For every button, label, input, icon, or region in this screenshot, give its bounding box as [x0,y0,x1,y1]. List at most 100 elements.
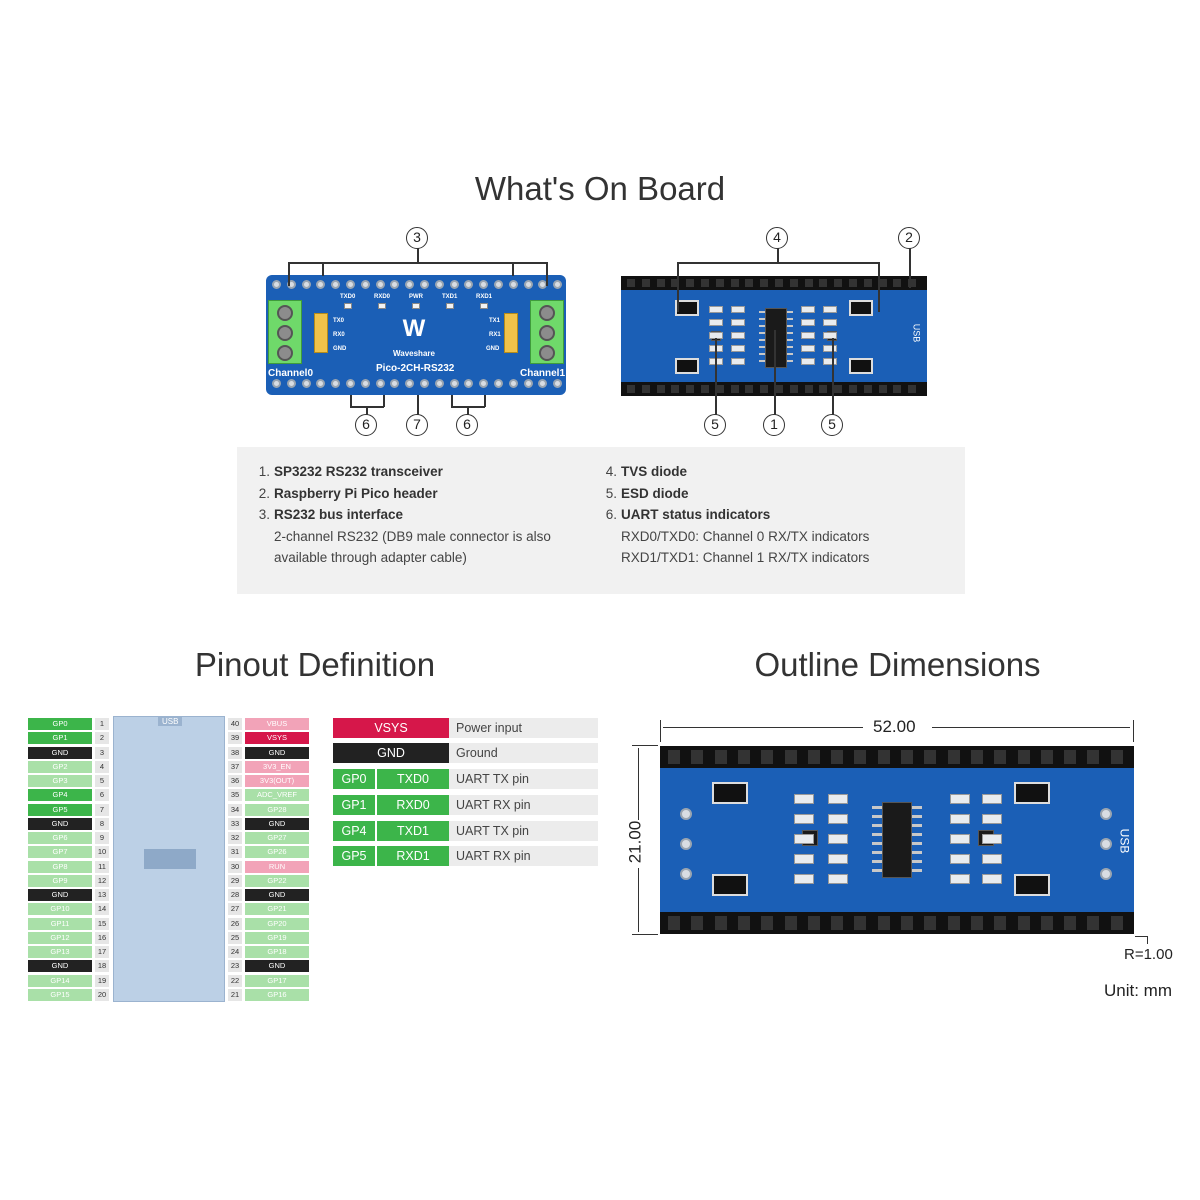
header-pin [1110,750,1123,764]
mounting-hole [1100,838,1112,850]
feature-item: 1.SP3232 RS232 transceiver [258,464,443,479]
header-pin [878,385,887,393]
header-pin [668,916,680,930]
label-tx0: TX0 [333,318,345,324]
label-txd0: TXD0 [340,294,356,300]
smd-component [828,834,848,844]
header-pin [831,750,844,764]
pin-label-left: GP1 [28,732,92,745]
pin-table-pin: GP4 [333,821,375,841]
header-pin [994,750,1007,764]
pin-label-right: VSYS [245,732,309,745]
pin-number: 35 [228,789,242,802]
header-pin [877,750,890,764]
brand-text: Waveshare [393,349,435,358]
header-pin [737,916,750,930]
smd-component [823,358,837,365]
pin-number: 3 [95,746,109,759]
callout-7: 7 [406,414,428,436]
header-hole [479,280,489,289]
led-rxd1 [480,303,488,309]
header-hole [346,280,355,289]
smd-component [794,814,814,824]
header-pin [804,279,813,287]
chip-pin [872,824,882,827]
header-pin [745,385,754,393]
outline-title: Outline Dimensions [754,646,1041,683]
mounting-hole [680,838,692,850]
pin-table-description: UART TX pin [449,769,598,789]
dim-pin-header-top [660,746,1134,768]
chip-pin [759,311,765,313]
header-hole [390,280,400,289]
pin-label-left: GP0 [28,718,92,730]
pin-label-left: GP5 [28,803,92,816]
pin-number: 24 [228,946,242,958]
header-pin [908,279,917,287]
header-pin [784,916,797,930]
smd-component [731,306,745,313]
header-pin [1087,750,1100,764]
smd-component [950,814,970,824]
pin-label-right: GP26 [245,846,309,859]
pin-number: 1 [95,718,109,730]
header-pin [807,750,820,764]
pico-chip [144,849,196,869]
screw-icon [277,305,293,321]
led-txd1 [446,303,454,309]
smd-component [709,306,723,313]
smd-component [823,319,837,326]
smd-component [801,358,815,365]
led-pwr [412,303,420,309]
smd-component [828,854,848,864]
header-pin [714,916,727,930]
header-pin [745,279,754,287]
tvs-diode [849,300,873,316]
header-pin [691,916,704,930]
header-hole [420,280,429,289]
smd-component [982,794,1002,804]
header-hole [316,379,326,388]
pin-label-right: GP28 [245,803,309,816]
header-pin [1040,916,1053,930]
feature-sub: RXD0/TXD0: Channel 0 RX/TX indicators [621,528,870,544]
smd-component [823,345,837,352]
pin-label-right: GP21 [245,903,309,916]
pin-table-pin: GND [333,743,449,763]
feature-sub: available through adapter cable) [274,550,467,565]
header-pin [924,916,937,930]
chip-pin [912,860,922,863]
header-pin [1040,750,1053,764]
pin-table-function: RXD0 [377,795,449,815]
pin-number: 28 [228,889,242,901]
header-hole [449,280,459,289]
pin-number: 36 [228,775,242,787]
pin-number: 7 [95,803,109,816]
pin-label-right: GP18 [245,946,309,958]
header-hole [538,379,548,388]
pin-table-function: TXD0 [377,769,449,789]
chip-pin [912,824,922,827]
pin-label-right: GP22 [245,874,309,887]
pin-label-left: GP7 [28,846,92,859]
led-txd0 [344,303,352,309]
feature-item: 6.UART status indicators [605,507,771,522]
header-hole [523,280,533,289]
callout-3: 3 [406,227,428,249]
sp3232-chip [765,308,787,368]
screw-icon [539,345,555,361]
pin-label-left: GP4 [28,789,92,802]
label-pwr: PWR [409,294,423,300]
pin-number: 9 [95,832,109,844]
dim-sp3232-chip [882,802,912,878]
callout-5-left: 5 [704,414,726,436]
header-pin [784,750,797,764]
header-pin [854,916,867,930]
pin-number: 12 [95,874,109,887]
feature-item: 2.Raspberry Pi Pico header [258,485,438,501]
header-pin [1017,750,1030,764]
header-hole [523,379,533,388]
header-hole [553,379,563,388]
smd-component [950,794,970,804]
header-pin [849,385,857,393]
